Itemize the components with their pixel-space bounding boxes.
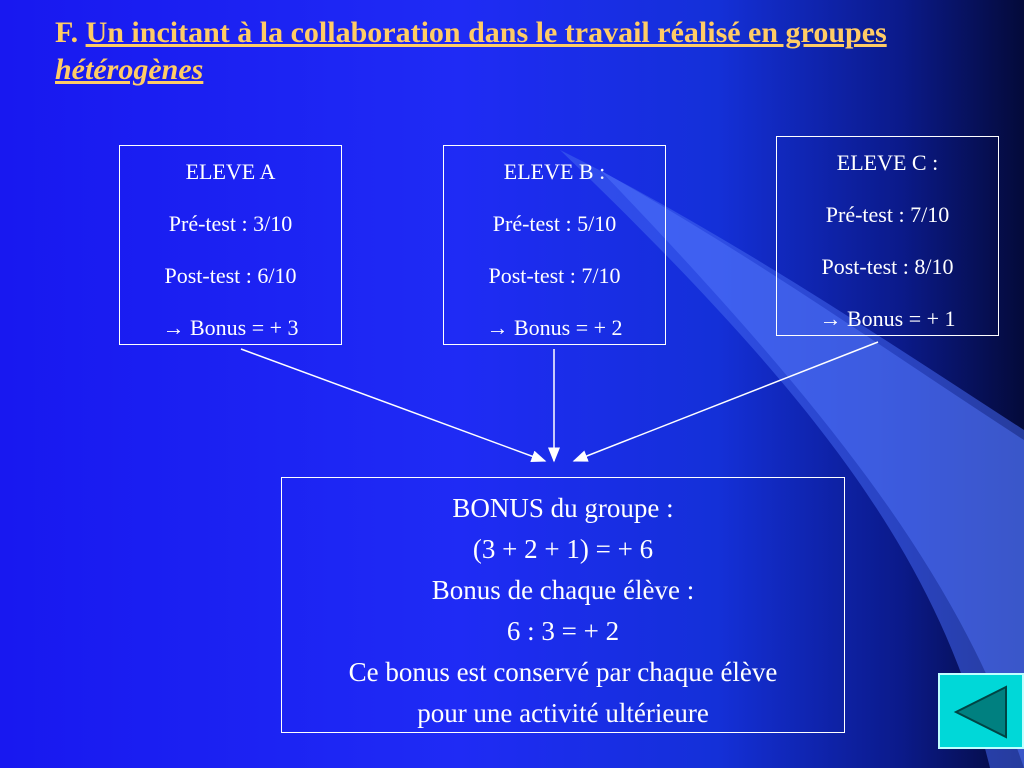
individual-bonus-title: Bonus de chaque élève : (431, 575, 695, 605)
student-c-posttest: Post-test : 8/10 (821, 254, 954, 279)
back-triangle-icon (953, 685, 1007, 739)
student-a-bonus: Bonus = + 3 (189, 315, 299, 340)
slide-title: F. Un incitant à la collaboration dans l… (55, 14, 995, 88)
bonus-note-line1: Ce bonus est conservé par chaque élève (348, 657, 778, 687)
title-emphasis: hétérogènes (55, 53, 204, 86)
student-a-posttest: Post-test : 6/10 (164, 263, 297, 288)
arrow-right-icon: → (819, 306, 842, 331)
arrow-a-to-group (240, 348, 547, 462)
student-a-pretest: Pré-test : 3/10 (168, 211, 293, 236)
individual-bonus-calc: 6 : 3 = + 2 (506, 616, 620, 646)
group-bonus-sum: (3 + 2 + 1) = + 6 (472, 534, 654, 564)
student-c-bonus: Bonus = + 1 (846, 306, 956, 331)
group-bonus-box: BONUS du groupe : (3 + 2 + 1) = + 6 Bonu… (281, 477, 845, 733)
student-a-box: ELEVE A Pré-test : 3/10 Post-test : 6/10… (119, 145, 342, 345)
arrow-right-icon: → (486, 315, 509, 340)
student-b-bonus: Bonus = + 2 (513, 315, 623, 340)
bonus-note-line2: pour une activité ultérieure (417, 698, 709, 728)
arrow-c-to-group (572, 341, 879, 462)
title-prefix: F. (55, 16, 86, 49)
student-c-bonus-line: → Bonus = + 1 (777, 293, 998, 345)
student-c-pretest: Pré-test : 7/10 (825, 202, 950, 227)
student-c-name: ELEVE C : (836, 150, 939, 175)
student-b-pretest: Pré-test : 5/10 (492, 211, 617, 236)
arrow-right-icon: → (162, 315, 185, 340)
student-b-posttest: Post-test : 7/10 (488, 263, 621, 288)
title-main: Un incitant à la collaboration dans le t… (55, 16, 887, 86)
group-bonus-title: BONUS du groupe : (452, 493, 674, 523)
student-b-box: ELEVE B : Pré-test : 5/10 Post-test : 7/… (443, 145, 666, 345)
student-a-name: ELEVE A (185, 159, 276, 184)
back-button[interactable] (938, 673, 1024, 749)
student-c-box: ELEVE C : Pré-test : 7/10 Post-test : 8/… (776, 136, 999, 336)
student-b-name: ELEVE B : (503, 159, 606, 184)
student-a-bonus-line: → Bonus = + 3 (120, 302, 341, 354)
student-b-bonus-line: → Bonus = + 2 (444, 302, 665, 354)
